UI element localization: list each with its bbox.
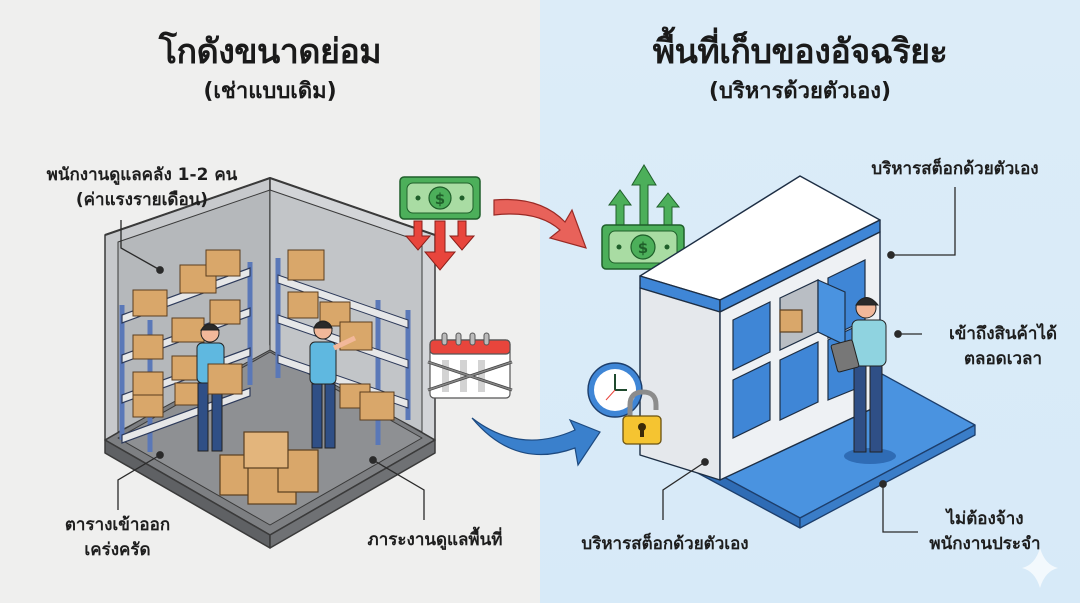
cardboard-boxes-right	[287, 249, 395, 421]
money-increase-icon: $	[601, 164, 685, 270]
dollar-sign: $	[435, 190, 445, 208]
callout-no-fulltime-staff: ไม่ต้องจ้าง พนักงานประจำ	[900, 507, 1070, 557]
locker-doors	[732, 259, 866, 439]
callout-maintenance-burden: ภาระงานดูแลพื้นที่	[340, 528, 530, 553]
chained-calendar-icon	[427, 332, 513, 399]
callout-access-line1: เข้าถึงสินค้าได้	[948, 324, 1058, 344]
curved-arrow-blue-icon	[471, 417, 601, 467]
money-decrease-icon: $	[399, 176, 481, 271]
callout-staff-line2: (ค่าแรงรายเดือน)	[75, 190, 209, 210]
unlocked-padlock-icon	[622, 389, 662, 445]
callout-no-staff-line2: พนักงานประจำ	[929, 534, 1041, 554]
warehouse-worker-stocking-shelf	[309, 320, 357, 449]
right-subtitle: (บริหารด้วยตัวเอง)	[708, 79, 892, 104]
callout-self-manage-bottom: บริหารสต็อกด้วยตัวเอง	[560, 532, 770, 557]
smart-locker-user	[830, 297, 896, 464]
callout-anytime-access: เข้าถึงสินค้าได้ ตลอดเวลา	[928, 322, 1078, 372]
callout-strict-schedule: ตารางเข้าออก เคร่งครัด	[40, 513, 195, 563]
callout-no-staff-line1: ไม่ต้องจ้าง	[946, 509, 1024, 529]
left-title: โกดังขนาดย่อม	[158, 32, 382, 72]
right-callout-lines	[662, 187, 956, 533]
callout-self-manage-bottom-line1: บริหารสต็อกด้วยตัวเอง	[581, 534, 749, 554]
cardboard-boxes-left	[132, 249, 241, 418]
callout-schedule-line1: ตารางเข้าออก	[64, 515, 171, 535]
warehouse-worker-carrying-box	[196, 323, 243, 452]
sparkle-icon	[1022, 548, 1058, 588]
dollar-sign: $	[638, 239, 648, 257]
callout-self-manage-top-line1: บริหารสต็อกด้วยตัวเอง	[871, 159, 1039, 179]
callout-maintenance-line1: ภาระงานดูแลพื้นที่	[367, 530, 503, 550]
callout-access-line2: ตลอดเวลา	[963, 349, 1043, 369]
callout-self-manage-top: บริหารสต็อกด้วยตัวเอง	[845, 157, 1065, 182]
left-subtitle: (เช่าแบบเดิม)	[203, 79, 337, 104]
floor-box-stack	[219, 431, 319, 505]
callout-staff-cost: พนักงานดูแลคลัง 1-2 คน (ค่าแรงรายเดือน)	[22, 163, 262, 213]
curved-arrow-red-icon	[493, 198, 587, 249]
right-title: พื้นที่เก็บของอัจฉริยะ	[652, 32, 948, 72]
left-callout-lines	[117, 220, 425, 520]
callout-staff-line1: พนักงานดูแลคลัง 1-2 คน	[46, 165, 238, 185]
callout-schedule-line2: เคร่งครัด	[84, 540, 151, 560]
clock-icon	[587, 362, 643, 418]
